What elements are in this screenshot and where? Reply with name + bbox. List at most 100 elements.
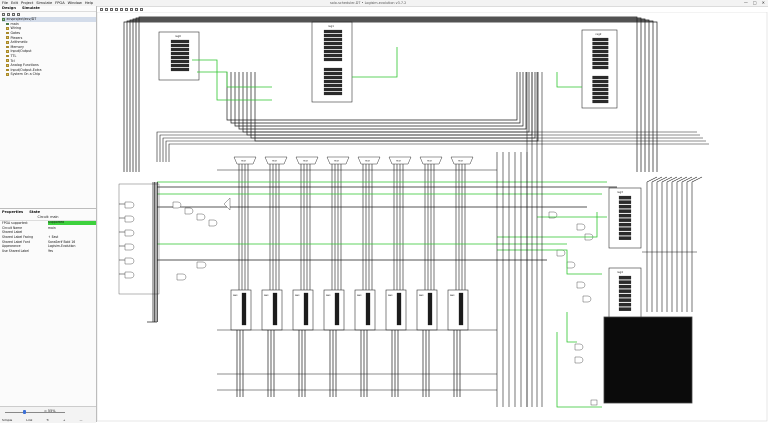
property-value[interactable]: Logisim-Evolution — [48, 244, 76, 249]
register-bit-cell — [592, 99, 609, 104]
register-bit-cell — [323, 75, 343, 80]
menu-simulate[interactable]: Simulate — [36, 1, 53, 5]
tab-simulate[interactable]: Simulate — [21, 6, 40, 10]
footer-link[interactable]: Link — [26, 418, 33, 422]
register-bit-cell — [592, 65, 609, 70]
tree-item[interactable]: Input/Output — [2, 49, 96, 54]
mux — [357, 156, 381, 165]
tab-state[interactable]: State — [29, 210, 41, 214]
property-value[interactable]: ↑ East — [48, 235, 59, 240]
not-gate-icon[interactable] — [125, 7, 128, 11]
minimize-button[interactable]: — — [743, 0, 748, 5]
bus-wire — [123, 21, 658, 172]
register-bit-cell — [323, 83, 343, 88]
menu-project[interactable]: Project — [20, 1, 34, 5]
move-down-icon[interactable] — [12, 13, 15, 16]
bus-wire — [681, 176, 693, 183]
ram-data-column — [427, 292, 433, 326]
property-row: Shared Label — [0, 230, 96, 235]
tree-item[interactable]: TTL — [2, 54, 96, 59]
tree-item[interactable]: Plexers — [2, 35, 96, 40]
property-value[interactable]: Yes — [48, 248, 53, 253]
register-bit-cell — [592, 45, 609, 50]
maximize-button[interactable]: □ — [752, 0, 757, 5]
footer-simple[interactable]: Simple — [2, 418, 13, 422]
gate — [576, 281, 586, 289]
folder-icon — [6, 68, 9, 72]
tree-item[interactable]: System On a Chip — [2, 72, 96, 77]
register-bit-cell — [592, 61, 609, 66]
property-value[interactable]: Supported — [48, 221, 96, 226]
register-bit-cell — [592, 49, 609, 54]
mux-label: mux — [458, 160, 464, 163]
bus-wire — [138, 16, 638, 172]
move-up-icon[interactable] — [7, 13, 10, 16]
ram-label: RAM — [295, 294, 300, 297]
input-pin-icon[interactable] — [115, 7, 118, 11]
tree-item-label: Plexers — [10, 35, 23, 40]
register-bit-cell — [618, 280, 632, 285]
tree-item[interactable]: Tcl — [2, 58, 96, 63]
ram-label: RAM — [264, 294, 269, 297]
menu-fpga[interactable]: FPGA — [55, 1, 65, 5]
bus-wire — [168, 143, 709, 162]
tree-item[interactable]: Input/Output-Extra — [2, 68, 96, 73]
mux — [419, 156, 443, 165]
tree-item[interactable]: Wiring — [2, 26, 96, 31]
property-value[interactable]: main — [48, 225, 56, 230]
zoom-slider-track[interactable] — [5, 412, 65, 413]
and-gate-icon[interactable] — [130, 7, 133, 11]
tree-item[interactable]: Memory — [2, 45, 96, 50]
register-bit-cell — [592, 83, 609, 88]
tree-item[interactable]: ecvproject/ecv/DT — [2, 17, 96, 22]
ram-data-column — [396, 292, 402, 326]
tab-properties[interactable]: Properties — [2, 210, 24, 214]
menu-file[interactable]: File — [2, 1, 9, 5]
mux-label: mux — [365, 160, 371, 163]
register-bit-cell — [618, 302, 632, 307]
or-gate-icon[interactable] — [135, 7, 138, 11]
ram-data-column — [365, 292, 371, 326]
tree-item[interactable]: Gates — [2, 31, 96, 36]
property-row: FPGA supported:Supported — [0, 221, 96, 226]
delete-icon[interactable] — [17, 13, 20, 16]
tree-item[interactable]: main — [2, 22, 96, 27]
tab-design[interactable]: Design — [2, 6, 16, 10]
add-circuit-icon[interactable] — [2, 13, 5, 16]
tree-item[interactable]: Arithmetic — [2, 40, 96, 45]
register-bit-cell — [618, 231, 632, 236]
tree-item-label: ecvproject/ecv/DT — [6, 17, 37, 22]
xor-gate-icon[interactable] — [140, 7, 143, 11]
ram-label: RAM — [326, 294, 331, 297]
menu-edit[interactable]: Edit — [11, 1, 18, 5]
close-button[interactable]: ✕ — [761, 0, 765, 5]
footer-zoom-out[interactable]: — — [79, 418, 83, 422]
gate — [124, 229, 135, 237]
menu-help[interactable]: Help — [84, 1, 94, 5]
bus-wire — [156, 131, 697, 162]
folder-icon — [6, 45, 9, 49]
property-value[interactable]: SansSerif Bold 16 — [48, 239, 76, 244]
ram-label: RAM — [450, 294, 455, 297]
select-tool-icon[interactable] — [105, 7, 108, 11]
footer-zoom-in[interactable]: + — [62, 418, 66, 422]
poke-tool-icon[interactable] — [100, 7, 103, 11]
footer-refresh[interactable]: ↻ — [46, 418, 49, 422]
menu-window[interactable]: Window — [67, 1, 82, 5]
register-bit-cell — [618, 204, 632, 209]
bus-wire — [671, 176, 683, 183]
register-bit-cell — [618, 227, 632, 232]
tree-item[interactable]: Analog Functions — [2, 63, 96, 68]
output-pin-icon[interactable] — [120, 7, 123, 11]
active-wire — [497, 212, 598, 238]
gate — [574, 356, 584, 364]
output-pin — [590, 399, 598, 406]
text-tool-icon[interactable] — [110, 7, 113, 11]
register-bit-cell — [323, 57, 343, 62]
zoom-slider-handle[interactable] — [22, 410, 26, 414]
register-bit-cell — [592, 87, 609, 92]
zoom-bar: ≈ 55% Simple Link ↻ + — — [0, 406, 96, 423]
